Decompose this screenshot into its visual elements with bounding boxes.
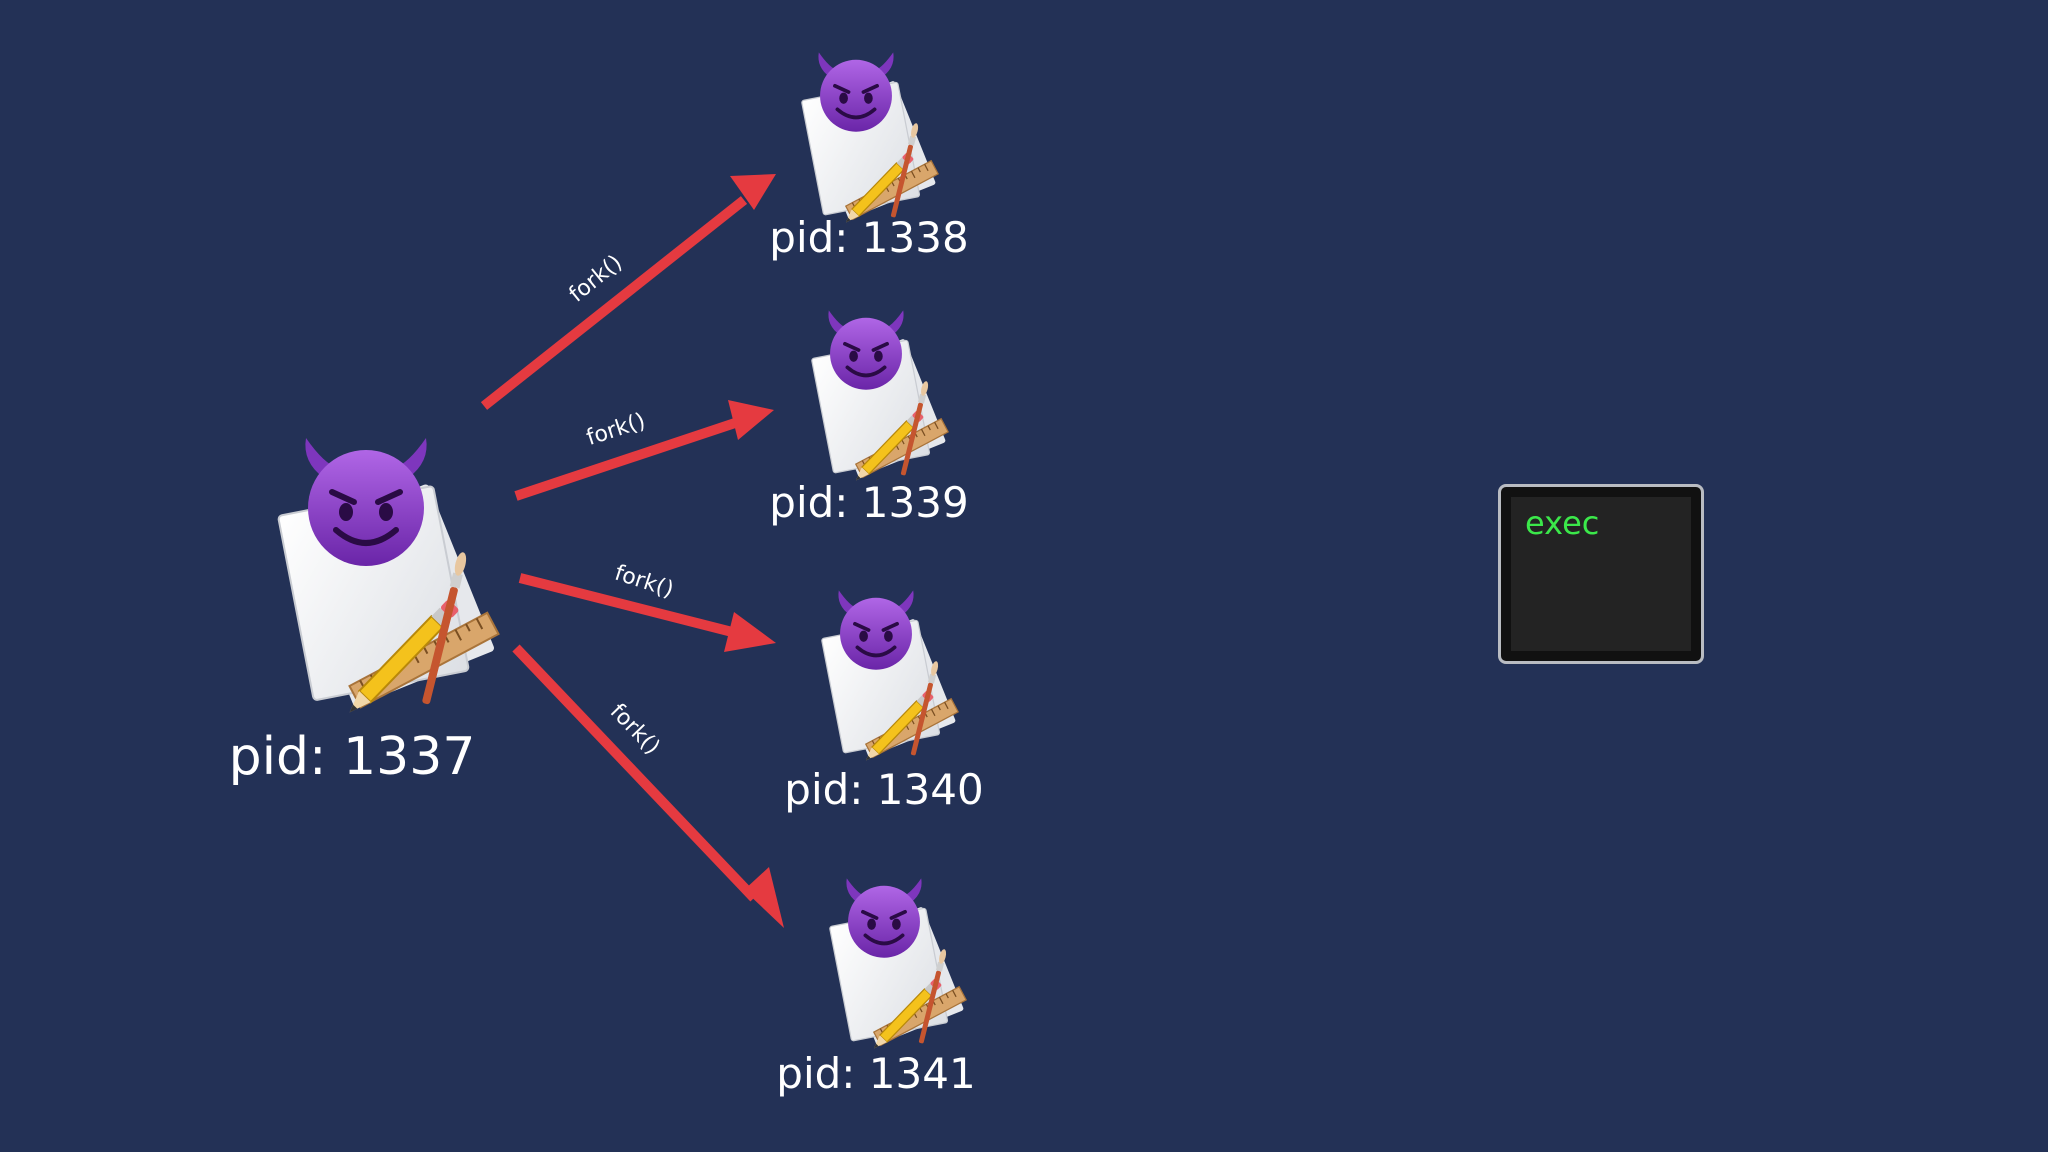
fork-arrowhead-1339 (728, 400, 774, 440)
process-child-1339: pid: 1339 (769, 308, 969, 527)
fork-arrow-1341 (512, 644, 758, 902)
pid-label-parent: pid: 1337 (229, 727, 476, 787)
terminal-icon: exec (1498, 484, 1704, 664)
fork-arrow-1338 (480, 196, 748, 410)
fork-label-1340: fork() (612, 561, 677, 603)
devil-developer-app-icon (799, 50, 941, 228)
terminal-text: exec (1525, 504, 1600, 542)
fork-arrowhead-1340 (724, 612, 776, 652)
process-child-1340: pid: 1340 (784, 588, 984, 814)
devil-developer-app-icon (819, 588, 961, 766)
fork-label-1339: fork() (584, 409, 649, 451)
fork-arrowhead-1341 (744, 867, 784, 928)
pid-label-1339: pid: 1339 (769, 478, 968, 527)
pid-label-1341: pid: 1341 (776, 1049, 975, 1098)
devil-developer-app-icon (809, 308, 951, 486)
fork-arrowhead-1338 (730, 174, 776, 210)
pid-label-1340: pid: 1340 (784, 765, 983, 814)
process-child-1338: pid: 1338 (769, 50, 969, 262)
terminal-screen: exec (1511, 497, 1691, 651)
pid-label-1338: pid: 1338 (769, 213, 968, 262)
devil-developer-app-icon (827, 876, 969, 1054)
process-child-1341: pid: 1341 (776, 876, 976, 1098)
fork-arrow-1339 (514, 417, 740, 501)
fork-arrow-1340 (518, 573, 742, 639)
process-parent: pid: 1337 (229, 438, 499, 787)
devil-developer-app-icon (278, 438, 499, 718)
